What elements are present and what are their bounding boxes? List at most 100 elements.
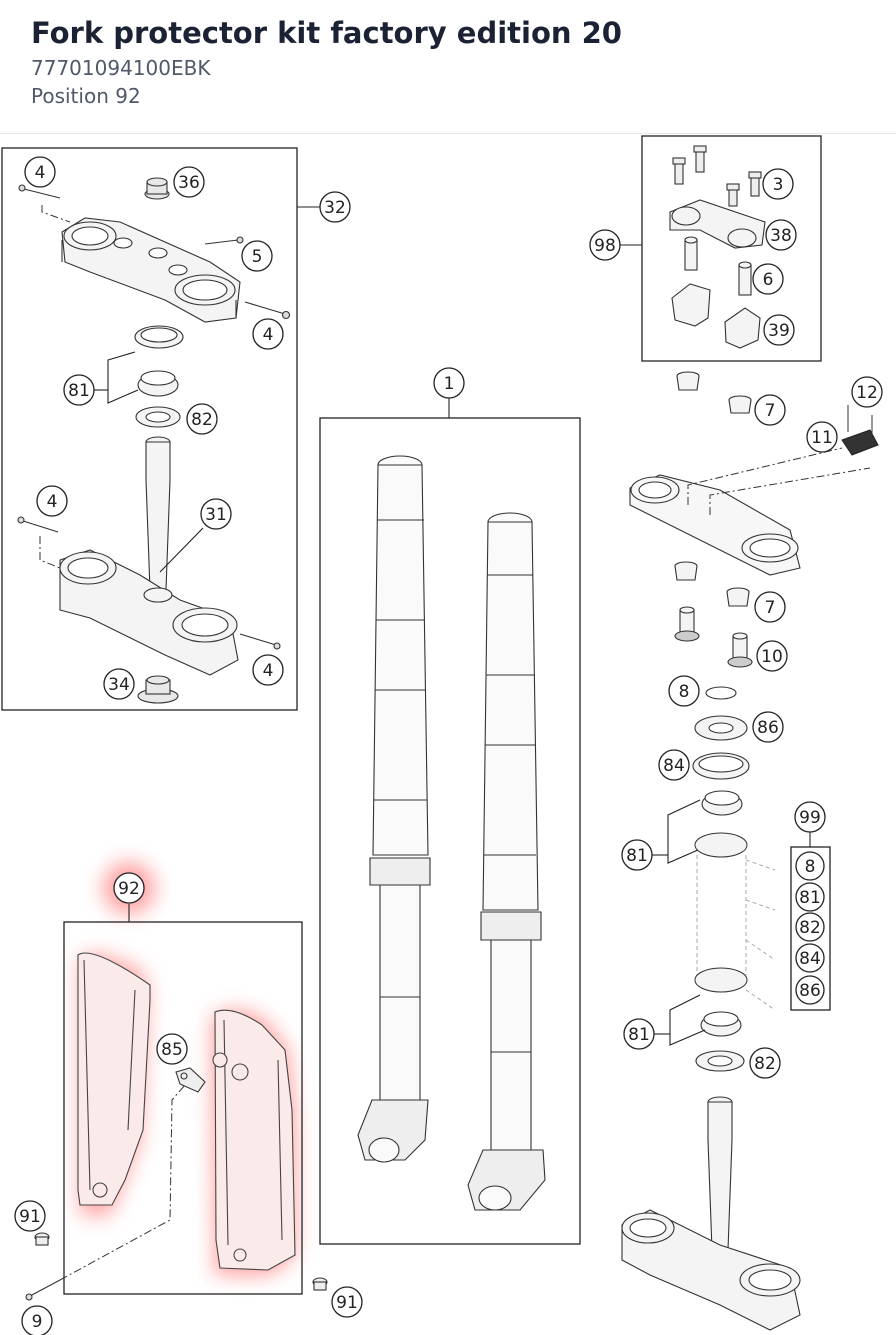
fork-box [319, 417, 581, 1245]
callout-label: 98 [594, 236, 616, 256]
kit-99-item-label: 81 [799, 888, 821, 908]
callout-7b[interactable]: 7 [754, 591, 786, 623]
callout-label: 5 [252, 247, 263, 267]
callout-31[interactable]: 31 [200, 498, 232, 530]
rubber-bushing-7a [676, 371, 752, 414]
callout-label: 36 [178, 173, 200, 193]
callout-label: 92 [118, 879, 140, 899]
fork-protector-box [63, 921, 303, 1295]
callout-39[interactable]: 39 [763, 314, 795, 346]
kit-99-item[interactable]: 84 [795, 943, 825, 973]
callout-8[interactable]: 8 [668, 675, 700, 707]
upper-clamp-bolts [18, 184, 291, 320]
callout-label: 6 [763, 270, 774, 290]
callout-label: 38 [770, 226, 792, 246]
callout-circle [765, 219, 797, 251]
callout-circle [252, 318, 284, 350]
callout-label: 81 [626, 846, 648, 866]
callout-10[interactable]: 10 [756, 640, 788, 672]
kit-99-item[interactable]: 8 [795, 851, 825, 881]
callout-91a[interactable]: 91 [14, 1200, 46, 1232]
kit-99-item-label: 8 [805, 857, 816, 877]
kit-99-item-label: 84 [799, 949, 821, 969]
triple-clamp-box [1, 147, 298, 711]
callout-label: 81 [68, 381, 90, 401]
callout-circle [156, 1033, 188, 1065]
callout-38[interactable]: 38 [765, 219, 797, 251]
callout-84[interactable]: 84 [658, 749, 690, 781]
screw-9 [25, 1279, 61, 1301]
callout-7a[interactable]: 7 [754, 394, 786, 426]
fork-leg-left [357, 455, 431, 1163]
callout-85[interactable]: 85 [156, 1033, 188, 1065]
callout-5[interactable]: 5 [241, 240, 273, 272]
callout-circle [319, 191, 351, 223]
callout-circle [763, 314, 795, 346]
callout-86[interactable]: 86 [752, 711, 784, 743]
callout-9[interactable]: 9 [21, 1305, 53, 1335]
leader-lines [93, 206, 811, 1046]
kit-99-item[interactable]: 82 [795, 912, 825, 942]
callout-4b[interactable]: 4 [252, 318, 284, 350]
callout-circle [21, 1305, 53, 1335]
callout-label: 31 [205, 505, 227, 525]
callout-81a[interactable]: 81 [63, 374, 95, 406]
callout-92[interactable]: 92 [113, 872, 145, 904]
part-number: 77701094100EBK [31, 56, 211, 80]
kit-99-item[interactable]: 81 [795, 882, 825, 912]
bearing-parts-left [134, 325, 184, 428]
callout-label: 1 [444, 374, 455, 394]
callout-circle [806, 421, 838, 453]
callout-circle [621, 839, 653, 871]
callout-99[interactable]: 99 [794, 801, 826, 833]
callout-label: 85 [161, 1040, 183, 1060]
callout-4a[interactable]: 4 [24, 156, 56, 188]
callout-12[interactable]: 12 [851, 376, 883, 408]
assembly-lines-right [687, 447, 871, 515]
callout-circle [851, 376, 883, 408]
page-title: Fork protector kit factory edition 20 [31, 16, 622, 50]
callout-circle [63, 374, 95, 406]
callout-4c[interactable]: 4 [36, 485, 68, 517]
callout-11[interactable]: 11 [806, 421, 838, 453]
bar-mount-11 [841, 405, 879, 456]
callout-circle [762, 168, 794, 200]
lower-clamp-bolts [17, 516, 281, 650]
callout-98[interactable]: 98 [589, 229, 621, 261]
callout-81c[interactable]: 81 [623, 1018, 655, 1050]
callout-label: 9 [32, 1312, 43, 1332]
callout-label: 4 [47, 492, 58, 512]
callout-circle [795, 975, 825, 1005]
callout-circle [668, 675, 700, 707]
handlebar-upper-clamp-38 [669, 199, 766, 249]
callout-82a[interactable]: 82 [186, 403, 218, 435]
fork-protector-left [77, 952, 151, 1206]
callout-6[interactable]: 6 [752, 263, 784, 295]
kit-99-item[interactable]: 86 [795, 975, 825, 1005]
callout-label: 82 [191, 410, 213, 430]
bearing-lower-right [695, 1011, 745, 1072]
callout-label: 7 [765, 598, 776, 618]
callout-label: 84 [663, 756, 685, 776]
clip-85 [175, 1067, 206, 1093]
callout-36[interactable]: 36 [173, 166, 205, 198]
callout-circle [331, 1286, 363, 1318]
callout-81b[interactable]: 81 [621, 839, 653, 871]
handlebar-clamp-bolts [672, 145, 762, 207]
steering-head-ghost [694, 832, 776, 1011]
upper-triple-clamp-alt [629, 474, 801, 576]
callout-91b[interactable]: 91 [331, 1286, 363, 1318]
callout-34[interactable]: 34 [103, 668, 135, 700]
screw-91a [34, 1232, 50, 1246]
callout-circle [252, 654, 284, 686]
callout-1[interactable]: 1 [433, 367, 465, 399]
callout-82b[interactable]: 82 [749, 1047, 781, 1079]
page-header: Fork protector kit factory edition 20 77… [0, 0, 896, 134]
callout-3[interactable]: 3 [762, 168, 794, 200]
callout-32[interactable]: 32 [319, 191, 351, 223]
handlebar-spacers [684, 236, 752, 296]
position-label: Position 92 [31, 84, 141, 108]
callout-circle [113, 872, 145, 904]
bottom-nut-34 [137, 675, 179, 704]
callout-4d[interactable]: 4 [252, 654, 284, 686]
